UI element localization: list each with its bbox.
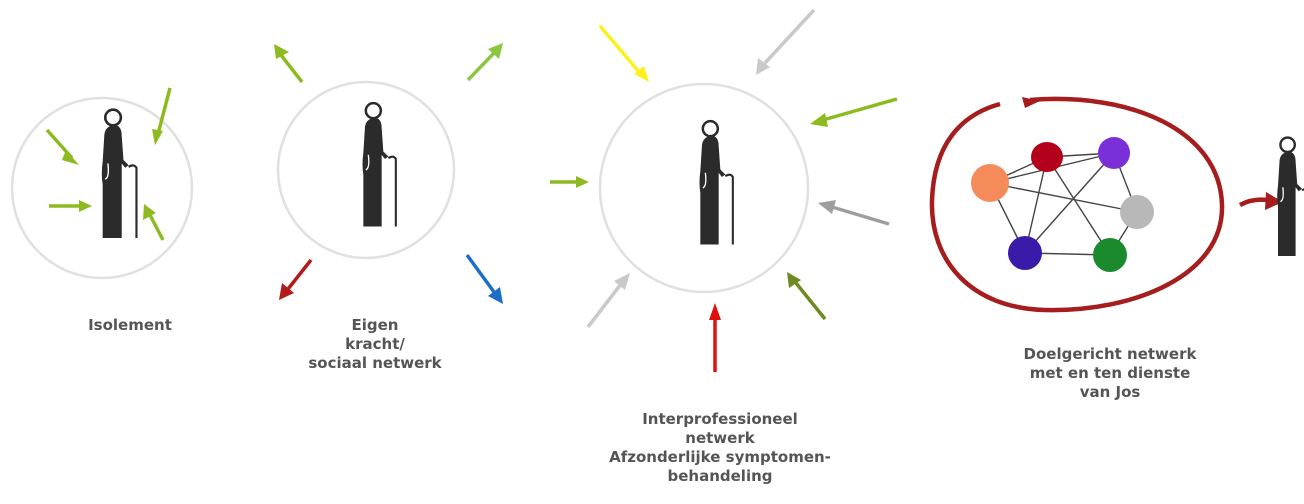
doelgericht-label: Doelgericht netwerk met en ten dienste v… xyxy=(1023,345,1197,401)
arrow-icon xyxy=(818,200,890,226)
eigen-kracht-label: Eigen kracht/ sociaal netwerk xyxy=(308,316,442,372)
outward-arrows xyxy=(274,43,503,304)
network-nodes xyxy=(971,137,1154,272)
inward-arrows xyxy=(45,87,172,241)
arrow-icon xyxy=(143,204,165,241)
arrow-icon xyxy=(550,176,589,188)
inward-arrows xyxy=(550,8,898,372)
network-node-icon xyxy=(971,164,1009,202)
arrow-icon xyxy=(465,253,503,304)
isolement-circle xyxy=(10,96,194,280)
arrow-icon xyxy=(598,24,649,82)
arrow-icon xyxy=(810,97,898,127)
arrow-icon xyxy=(709,303,721,372)
network-node-icon xyxy=(1008,236,1042,270)
network-node-icon xyxy=(1093,238,1127,272)
isolement-label: Isolement xyxy=(88,316,172,334)
arrow-icon xyxy=(274,44,304,84)
network-node-icon xyxy=(1098,137,1130,169)
doelgericht-group xyxy=(929,96,1304,313)
elderly-person-icon xyxy=(1275,136,1304,258)
arrow-icon xyxy=(1238,192,1283,210)
isolement-group xyxy=(10,87,194,280)
arrow-icon xyxy=(586,273,630,329)
network-node-icon xyxy=(1031,142,1063,172)
arrow-icon xyxy=(45,128,79,165)
interprofessioneel-group xyxy=(550,8,898,372)
arrow-icon xyxy=(787,272,827,321)
arrow-icon xyxy=(466,43,503,82)
network-loop xyxy=(929,96,1225,313)
eigen-kracht-group xyxy=(274,43,503,304)
arrow-icon xyxy=(49,200,92,212)
arrow-icon xyxy=(756,8,816,75)
arrow-icon xyxy=(152,87,172,145)
interprofessioneel-label: Interprofessioneel netwerk Afzonderlijke… xyxy=(609,410,831,485)
network-node-icon xyxy=(1120,195,1154,229)
arrow-icon xyxy=(279,258,313,300)
